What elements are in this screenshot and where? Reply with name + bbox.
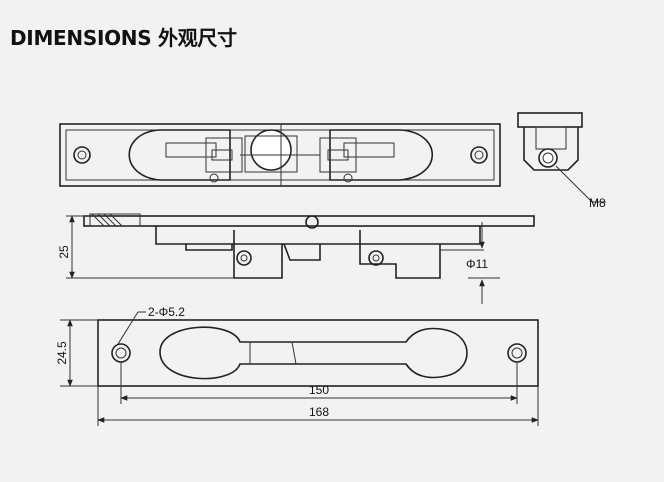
overall-length-label: 168: [309, 405, 329, 419]
thread-label: M8: [589, 196, 606, 210]
end-view: [517, 112, 606, 203]
height-dimension-label: 25: [57, 245, 71, 259]
side-view: [66, 213, 535, 304]
hole-spacing-label: 150: [309, 383, 329, 397]
hole-callout-label: 2-Φ5.2: [148, 305, 185, 319]
pin-diameter-label: Φ11: [466, 257, 488, 271]
page-title: DIMENSIONS 外观尺寸: [10, 26, 237, 50]
plate-height-label: 24.5: [55, 341, 69, 365]
top-view: [59, 123, 501, 187]
face-plate-view: [60, 311, 539, 426]
